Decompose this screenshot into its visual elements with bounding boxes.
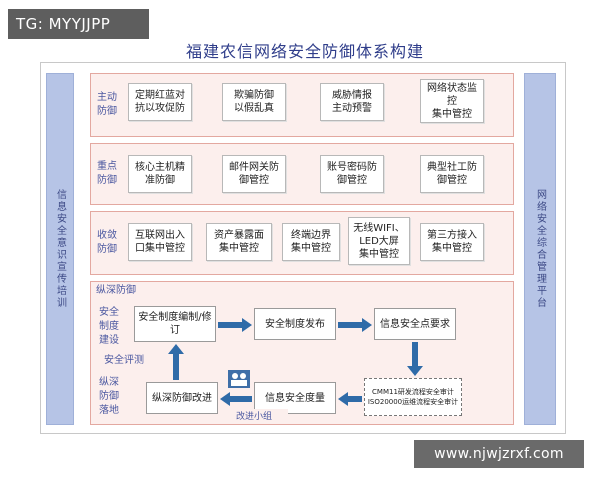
top-left-tag: TG: MYYJJPP xyxy=(8,9,149,39)
box-policy-release: 安全制度发布 xyxy=(254,308,336,340)
arrow-right-2 xyxy=(338,317,372,332)
box-mail-gateway: 邮件网关防 御管控 xyxy=(222,155,286,193)
box-network-monitoring: 网络状态监 控 集中管控 xyxy=(420,79,484,123)
diagram-title: 福建农信网络安全防御体系构建 xyxy=(185,42,424,61)
arrow-up xyxy=(168,344,184,380)
box-key-requirements: 信息安全点要求 xyxy=(374,308,456,340)
improvement-group-label: 改进小组 xyxy=(236,409,288,422)
arrow-left-2 xyxy=(220,391,252,406)
row-label-convergent: 收敛 防御 xyxy=(97,230,117,255)
box-social-engineering: 典型社工防 御管控 xyxy=(420,155,484,193)
box-deception-defense: 欺骗防御 以假乱真 xyxy=(222,83,286,121)
row-label-policy: 安全 制度 建设 xyxy=(99,307,119,346)
box-core-host: 核心主机精 准防御 xyxy=(128,155,192,193)
arrow-right-1 xyxy=(218,317,252,332)
row-label-active: 主动 防御 xyxy=(97,92,117,117)
box-process-audit: CMM11研发流程安全审计 ISO20000运维流程安全审计 xyxy=(364,378,462,416)
depth-section-title: 纵深防御 xyxy=(96,285,136,296)
box-wifi-led: 无线WIFI、 LED大屏 集中管控 xyxy=(348,217,410,265)
arrow-left-1 xyxy=(338,391,362,406)
box-account-password: 账号密码防 御管控 xyxy=(320,155,384,193)
box-terminal-boundary: 终端边界 集中管控 xyxy=(282,223,340,261)
box-asset-exposure: 资产暴露面 集中管控 xyxy=(206,223,272,261)
right-sidebar-label: 网络安全综合管理平台 xyxy=(534,189,546,309)
box-threat-intel: 威胁情报 主动预警 xyxy=(320,83,384,121)
box-policy-edit: 安全制度编制/修 订 xyxy=(134,306,216,342)
left-sidebar: 信息安全意识宣传培训 xyxy=(46,73,74,425)
arrow-down xyxy=(407,342,423,376)
box-internet-gateway: 互联网出入 口集中管控 xyxy=(128,223,192,261)
row-label-evaluation: 安全评测 xyxy=(104,355,144,366)
box-red-blue-exercise: 定期红蓝对 抗以攻促防 xyxy=(128,83,192,121)
box-third-party-access: 第三方接入 集中管控 xyxy=(420,223,484,261)
box-defense-improve: 纵深防御改进 xyxy=(146,382,218,414)
watermark: www.njwjzrxf.com xyxy=(414,440,584,468)
row-label-landing: 纵深 防御 落地 xyxy=(99,377,119,416)
box-security-measure: 信息安全度量 xyxy=(254,382,336,414)
row-label-key: 重点 防御 xyxy=(97,161,117,186)
right-sidebar: 网络安全综合管理平台 xyxy=(524,73,556,425)
people-group-icon xyxy=(228,370,250,388)
left-sidebar-label: 信息安全意识宣传培训 xyxy=(54,189,66,309)
